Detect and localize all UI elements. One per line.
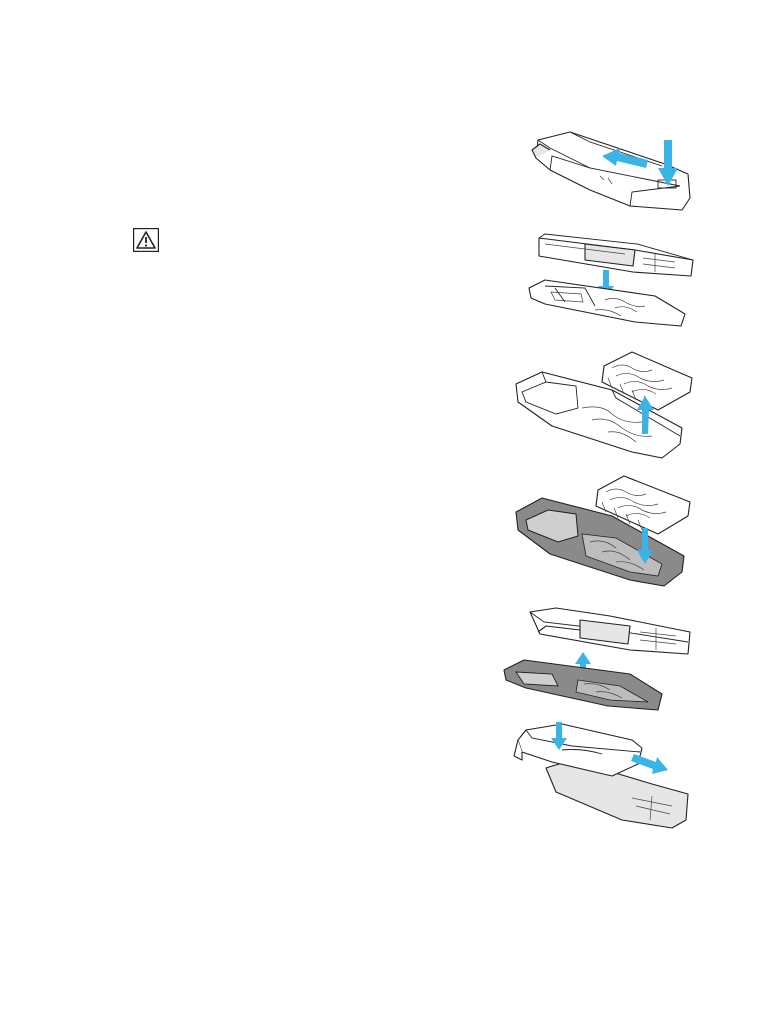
illustration-step-6 [513,722,689,829]
illustration-step-3 [515,351,693,459]
lift-up-arrow-icon [575,652,591,678]
press-down-arrow-icon [551,722,567,750]
press-down-arrow-icon [658,140,678,186]
illustration-step-2 [528,233,694,327]
illustration-step-5 [503,607,691,711]
illustration-step-4 [515,475,691,587]
slide-right-arrow-icon [631,754,668,774]
slide-left-arrow-icon [602,148,648,168]
warning-triangle-icon [133,228,159,252]
press-down-arrow-icon [637,528,653,564]
lift-up-arrow-icon [637,396,654,434]
illustration-step-1 [531,131,691,211]
